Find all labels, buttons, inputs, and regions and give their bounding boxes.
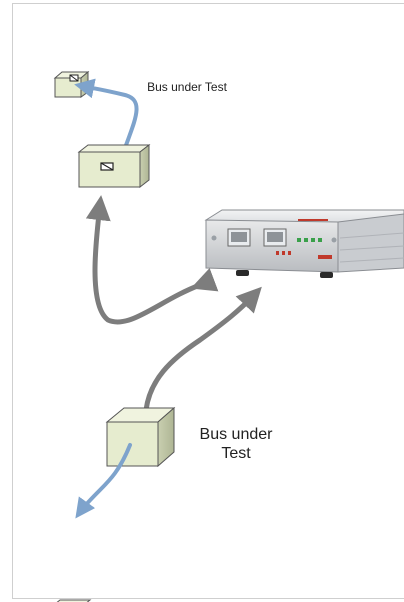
status-led	[304, 238, 308, 242]
status-led	[297, 238, 301, 242]
slide-border	[12, 3, 404, 599]
node-lower	[105, 406, 176, 468]
status-led	[318, 238, 322, 242]
bus-under-test-label-bottom: Bus under Test	[199, 426, 273, 462]
gray-cable-lower	[143, 286, 262, 413]
bus-under-test-label-top: Bus under Test	[147, 80, 227, 94]
blue-cable-top	[74, 78, 139, 150]
gray-cable-upper	[85, 195, 219, 325]
brand-logo	[318, 255, 332, 259]
node-middle	[77, 143, 151, 189]
blue-cable-bottom	[75, 443, 132, 519]
analyzer-device	[204, 209, 404, 278]
status-led	[311, 238, 315, 242]
